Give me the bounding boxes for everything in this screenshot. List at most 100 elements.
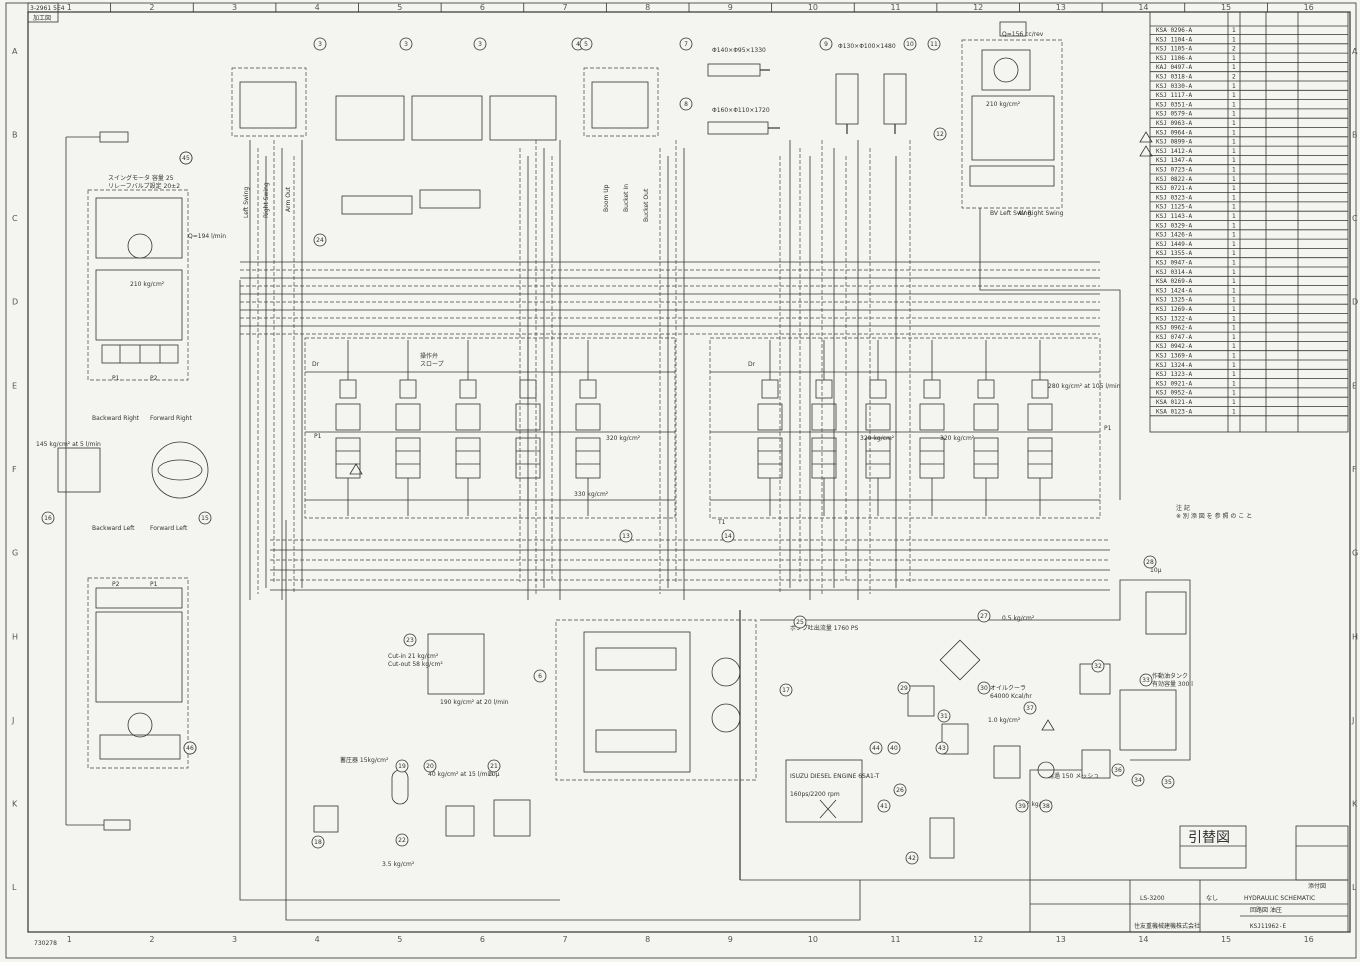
part-callouts: 1233345678910111213141516171819202122232… bbox=[41, 37, 1175, 865]
svg-text:1: 1 bbox=[1232, 185, 1236, 192]
svg-text:7: 7 bbox=[684, 41, 688, 48]
label-backward-left: Backward Left bbox=[92, 525, 135, 532]
right-travel-motor-block: スイングモータ 容量 25 リレーフバルブ設定 20±2 Q=194 l/min… bbox=[87, 174, 226, 382]
attach-label: 添付図 bbox=[1308, 882, 1326, 890]
bucket-cylinder-right: Φ130×Φ100×1480 bbox=[838, 43, 907, 134]
svg-text:1: 1 bbox=[1232, 380, 1236, 387]
grid-col-label: 13 bbox=[1056, 3, 1066, 12]
svg-text:KSJ 0899-A: KSJ 0899-A bbox=[1156, 139, 1193, 146]
svg-text:KSJ 0952-A: KSJ 0952-A bbox=[1156, 390, 1193, 397]
svg-text:22: 22 bbox=[398, 837, 406, 844]
callout-bubble: 42 bbox=[905, 851, 919, 865]
parts-row: KSJ 0323-A 1 bbox=[1150, 194, 1348, 203]
right-bank-relief-280: 280 kg/cm² at 105 l/min bbox=[1048, 383, 1121, 390]
hydraulic-tank: 作動油タンク 有効容量 300 l bbox=[1119, 672, 1193, 751]
svg-text:KSJ 0921-A: KSJ 0921-A bbox=[1156, 380, 1193, 387]
svg-text:KSJ 0329-A: KSJ 0329-A bbox=[1156, 222, 1193, 229]
port-p1-label: P1 bbox=[112, 375, 120, 382]
label-bucket-in: Bucket In bbox=[623, 184, 630, 212]
svg-text:1: 1 bbox=[1232, 167, 1236, 174]
bucket-cylinder-left bbox=[835, 73, 859, 134]
left-bank-spool: スロープ bbox=[420, 361, 444, 368]
svg-text:1: 1 bbox=[1232, 194, 1236, 201]
drawing-number: KSJ11962-E bbox=[1250, 923, 1287, 930]
callout-bubble: 34 bbox=[1131, 773, 1145, 787]
check-valve-20 bbox=[313, 805, 339, 833]
callout-bubble: 11 bbox=[927, 37, 941, 51]
pump-press-label: 210 kg/cm² bbox=[130, 281, 165, 288]
svg-text:KSJ 1426-A: KSJ 1426-A bbox=[1156, 232, 1193, 239]
svg-text:1: 1 bbox=[1232, 250, 1236, 257]
pilot-valve-travel-1 bbox=[335, 95, 405, 141]
svg-text:1: 1 bbox=[1232, 92, 1236, 99]
relief-40-label: 40 kg/cm² at 15 l/min bbox=[428, 771, 493, 778]
svg-text:17: 17 bbox=[782, 687, 790, 694]
svg-text:KSJ 1325-A: KSJ 1325-A bbox=[1156, 297, 1193, 304]
svg-text:23: 23 bbox=[406, 637, 414, 644]
grid-col-label: 6 bbox=[480, 3, 485, 12]
grid-col-label: 14 bbox=[1138, 3, 1148, 12]
cooler-value: 64000 Kcal/hr bbox=[990, 693, 1032, 700]
callout-bubble: 32 bbox=[1091, 659, 1105, 673]
svg-text:1: 1 bbox=[1232, 120, 1236, 127]
svg-text:9: 9 bbox=[824, 41, 828, 48]
valve-spool bbox=[973, 340, 999, 516]
grid-row-label: K bbox=[12, 800, 18, 809]
grid-row-label: H bbox=[12, 632, 18, 641]
grid-col-label: 4 bbox=[315, 935, 320, 944]
svg-text:24: 24 bbox=[316, 237, 324, 244]
grid-col-label: 11 bbox=[890, 935, 900, 944]
svg-text:8: 8 bbox=[684, 101, 688, 108]
track-adjuster-bottom bbox=[103, 819, 131, 831]
grid-col-label: 2 bbox=[149, 3, 154, 12]
relief-145-label: 145 kg/cm² at 5 l/min bbox=[36, 441, 101, 448]
svg-text:1: 1 bbox=[1232, 362, 1236, 369]
svg-text:3: 3 bbox=[318, 41, 322, 48]
svg-text:41: 41 bbox=[880, 803, 888, 810]
grid-col-label: 2 bbox=[149, 935, 154, 944]
svg-text:1: 1 bbox=[1232, 83, 1236, 90]
arm-cyl-size: Φ160×Φ110×1720 bbox=[712, 107, 770, 114]
callout-bubble: 43 bbox=[935, 741, 949, 755]
svg-text:KSJ 0323-A: KSJ 0323-A bbox=[1156, 194, 1193, 201]
port-p1-label-left: P1 bbox=[150, 581, 158, 588]
svg-text:KAJ 0497-A: KAJ 0497-A bbox=[1156, 64, 1193, 71]
boom-cyl-size: Φ140×Φ95×1330 bbox=[712, 47, 766, 54]
valve-spool bbox=[575, 340, 601, 516]
grid-col-label: 6 bbox=[480, 935, 485, 944]
sheet-outer-border bbox=[5, 2, 1357, 959]
svg-text:1: 1 bbox=[1232, 315, 1236, 322]
control-valve-bank-left: Dr P1 操作弁 スロープ 320 kg/cm² 330 kg/cm² bbox=[304, 337, 676, 519]
grid-col-label: 4 bbox=[315, 3, 320, 12]
svg-text:KSJ 1104-A: KSJ 1104-A bbox=[1156, 36, 1193, 43]
grid-row-label: L bbox=[12, 883, 17, 892]
grid-col-label: 12 bbox=[973, 935, 983, 944]
swing-relief-label: 210 kg/cm² bbox=[986, 101, 1021, 108]
callout-bubble: 3 bbox=[473, 37, 487, 51]
callout-bubble: 46 bbox=[183, 741, 197, 755]
svg-text:KSA 0296-A: KSA 0296-A bbox=[1156, 27, 1193, 34]
callout-bubble: 16 bbox=[41, 511, 55, 525]
svg-text:1: 1 bbox=[1232, 390, 1236, 397]
svg-text:27: 27 bbox=[980, 613, 988, 620]
swing-motor-sub: リレーフバルブ設定 20±2 bbox=[108, 182, 180, 190]
svg-text:1: 1 bbox=[1232, 176, 1236, 183]
svg-text:KSJ 0942-A: KSJ 0942-A bbox=[1156, 343, 1193, 350]
bypass-valve-33 bbox=[941, 723, 969, 755]
pilot-filter-label: 10μ bbox=[488, 771, 500, 778]
hydraulic-hose-lines bbox=[240, 140, 1110, 600]
svg-text:KSJ 1369-A: KSJ 1369-A bbox=[1156, 353, 1193, 360]
svg-text:12: 12 bbox=[936, 131, 944, 138]
svg-text:KSJ 0964-A: KSJ 0964-A bbox=[1156, 129, 1193, 136]
sheet-stamp: 730278 bbox=[34, 940, 57, 947]
footer-title: 回路図 油圧 bbox=[1250, 906, 1282, 914]
